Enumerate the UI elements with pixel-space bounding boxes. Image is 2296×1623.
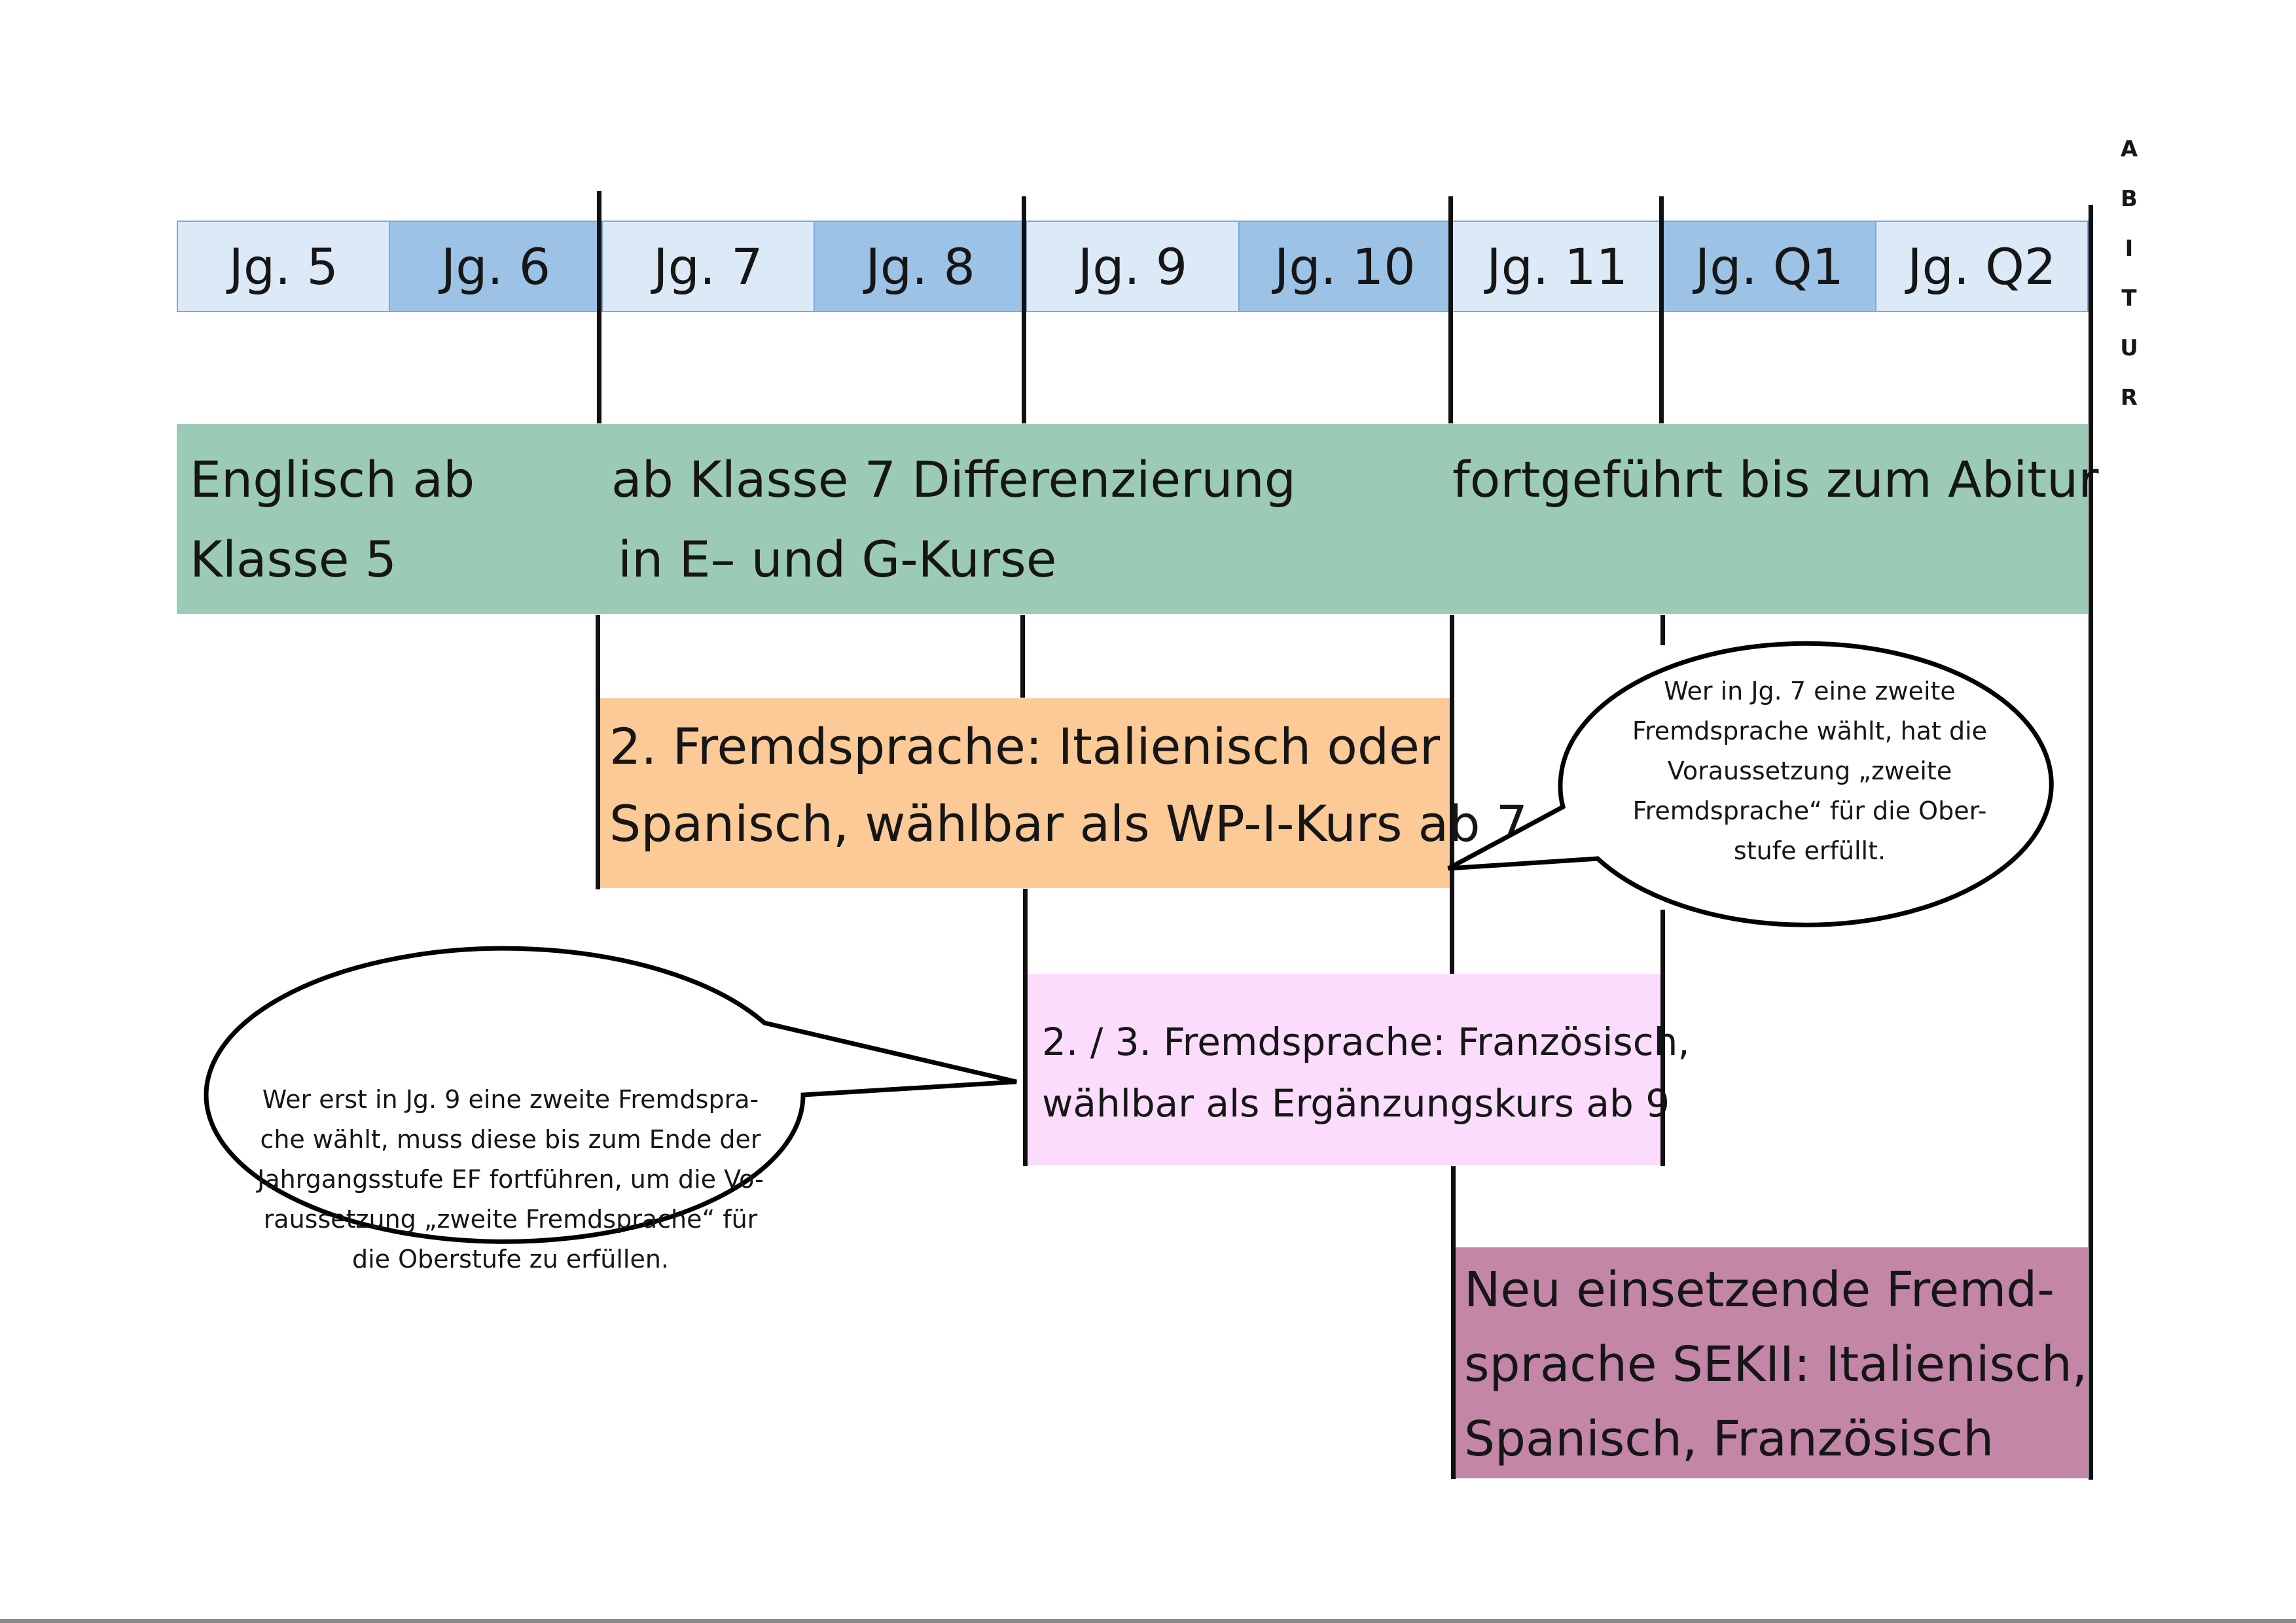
year-header-row: Jg. 5 Jg. 6 Jg. 7 Jg. 8 Jg. 9 Jg. 10 Jg.… [177, 221, 2089, 312]
english-band [177, 424, 2088, 614]
abitur-letter: A [2120, 136, 2138, 162]
english-continued-text: fortgeführt bis zum Abitur [1452, 450, 2099, 508]
english-differentiation-line2: in E– und G-Kurse [618, 530, 1057, 588]
speech-bubble-jg9 [204, 946, 1017, 1244]
bubble-line: Jahrgangsstufe EF fortführen, um die Vo- [257, 1165, 764, 1194]
second-language-line1: 2. Fremdsprache: Italienisch oder [609, 717, 1441, 776]
speech-bubble-jg7-text: Wer in Jg. 7 eine zweite Fremdsprache wä… [1597, 671, 2022, 871]
year-cell-q1: Jg. Q1 [1662, 221, 1876, 312]
bubble-line: die Oberstufe zu erfüllen. [351, 1245, 670, 1274]
french-line1: 2. / 3. Fremdsprache: Französisch, [1042, 1020, 1690, 1064]
bubble-line: che wählt, muss diese bis zum Ende der [260, 1125, 761, 1154]
abitur-letter: I [2125, 236, 2134, 262]
english-start-line1: Englisch ab [190, 450, 475, 508]
page-bottom-border [0, 1619, 2296, 1623]
bubble-line: Wer erst in Jg. 9 eine zweite Fremdspra- [262, 1085, 759, 1114]
divider-abitur [2089, 205, 2093, 1480]
bubble-line: Fremdsprache wählt, hat die [1632, 717, 1988, 745]
divider-jg7 [597, 191, 601, 423]
year-cell-9: Jg. 9 [1026, 221, 1240, 312]
abitur-letter: T [2121, 285, 2137, 312]
year-cell-7: Jg. 7 [601, 221, 815, 312]
speech-bubble-jg7 [1447, 641, 2054, 927]
abitur-letter: B [2121, 186, 2138, 212]
bubble-line: Voraussetzung „zweite [1667, 757, 1952, 785]
divider-q1 [1660, 910, 1665, 1166]
year-cell-11: Jg. 11 [1450, 221, 1664, 312]
bubble-line: Fremdsprache“ für die Ober- [1632, 796, 1987, 825]
french-line2: wählbar als Ergänzungskurs ab 9 [1042, 1081, 1670, 1126]
second-language-band [598, 698, 1453, 888]
year-cell-6: Jg. 6 [389, 221, 603, 312]
abitur-letter: U [2120, 335, 2138, 361]
bubble-line: stufe erfüllt. [1733, 836, 1886, 865]
new-language-line3: Spanisch, Französisch [1464, 1411, 1994, 1467]
divider-jg7 [596, 615, 600, 889]
speech-bubble-jg9-text: Wer erst in Jg. 9 eine zweite Fremdspra-… [249, 1080, 772, 1279]
divider-jg9 [1022, 196, 1026, 423]
new-language-band [1454, 1247, 2088, 1478]
english-start-line2: Klasse 5 [190, 530, 397, 588]
divider-q1 [1659, 196, 1664, 423]
bubble-line: Wer in Jg. 7 eine zweite [1664, 677, 1956, 705]
second-language-line2: Spanisch, wählbar als WP-I-Kurs ab 7 [609, 794, 1528, 853]
divider-jg11 [1450, 615, 1454, 974]
divider-jg9 [1023, 889, 1028, 1166]
abitur-label: A B I T U R [2114, 124, 2144, 423]
abitur-letter: R [2120, 385, 2138, 411]
divider-jg11 [1448, 196, 1453, 423]
new-language-line2: sprache SEKII: Italienisch, [1464, 1336, 2088, 1393]
year-cell-q2: Jg. Q2 [1874, 221, 2089, 312]
year-cell-10: Jg. 10 [1238, 221, 1452, 312]
divider-q1 [1660, 615, 1665, 645]
year-cell-8: Jg. 8 [813, 221, 1028, 312]
bubble-line: raussetzung „zweite Fremdsprache“ für [263, 1205, 758, 1234]
english-differentiation-line1: ab Klasse 7 Differenzierung [611, 450, 1296, 508]
french-band [1027, 974, 1662, 1165]
divider-jg11 [1451, 1166, 1456, 1479]
year-cell-5: Jg. 5 [177, 221, 391, 312]
new-language-line1: Neu einsetzende Fremd- [1464, 1262, 2054, 1318]
divider-jg9 [1020, 615, 1025, 698]
